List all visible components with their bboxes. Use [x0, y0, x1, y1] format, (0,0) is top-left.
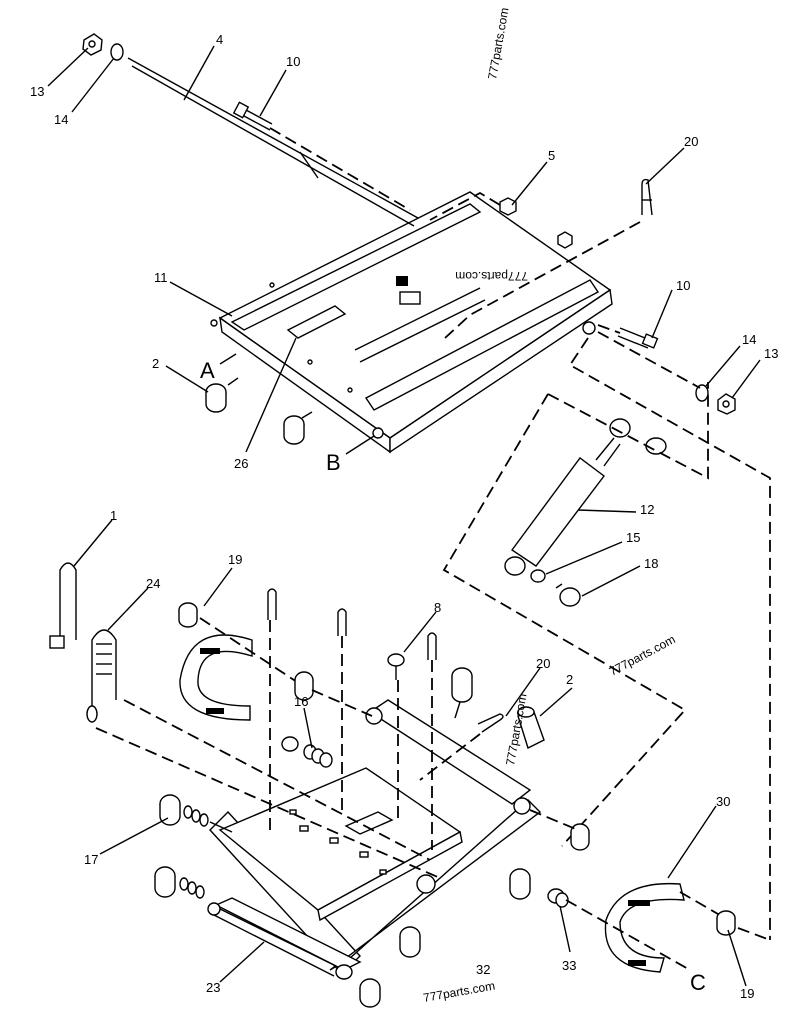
lower-scissor-frame: [209, 699, 542, 980]
callout-10-right: 10: [676, 278, 690, 293]
callout-2-lower: 2: [566, 672, 573, 687]
callout-30: 30: [716, 794, 730, 809]
callout-1: 1: [110, 508, 117, 523]
callout-2-top: 2: [152, 356, 159, 371]
leader-lines: [47, 45, 761, 987]
watermark-plate: 777parts.com: [455, 269, 528, 283]
tie-strap-24: [86, 629, 117, 723]
nut-5: [499, 197, 517, 216]
roller-17-upper: [159, 794, 233, 833]
bushing-19-left: [178, 602, 198, 628]
cotter-pins-lower: [267, 588, 437, 850]
callout-11: 11: [154, 270, 168, 285]
bushing-16: [281, 671, 333, 768]
callout-5: 5: [548, 148, 555, 163]
callout-16: 16: [294, 694, 308, 709]
shock-absorber-12: [504, 418, 631, 576]
callout-32: 32: [476, 962, 490, 977]
bumper-2-lower: [517, 706, 545, 749]
callout-20-top: 20: [684, 134, 698, 149]
bumper-2-upper: [205, 377, 239, 413]
callout-13-right: 13: [764, 346, 778, 361]
washer-15: [530, 569, 546, 583]
callout-labels: 13 14 4 10 5 20 11 2 A 26 B 10 14 13 12 …: [30, 32, 778, 1001]
clamp-band-left: [179, 634, 253, 721]
clamp-band-30: [604, 882, 685, 973]
callout-13-top: 13: [30, 84, 44, 99]
roller-32: [399, 926, 421, 958]
watermark-top: 777parts.com: [485, 6, 511, 80]
bumper-lower: [451, 667, 473, 719]
pin-20-top: [641, 178, 653, 216]
callout-18: 18: [644, 556, 658, 571]
callout-4: 4: [216, 32, 223, 47]
callout-14-right: 14: [742, 332, 756, 347]
callout-19-right: 19: [740, 986, 754, 1001]
callout-33: 33: [562, 958, 576, 973]
washer-33: [547, 888, 569, 908]
callout-19-left: 19: [228, 552, 242, 567]
callout-23: 23: [206, 980, 220, 995]
callout-C: C: [690, 970, 706, 995]
callout-12: 12: [640, 502, 654, 517]
callout-15: 15: [626, 530, 640, 545]
callout-24: 24: [146, 576, 160, 591]
callout-8: 8: [434, 600, 441, 615]
callout-20-lower: 20: [536, 656, 550, 671]
strap-1: [49, 562, 77, 649]
bushing-18: [555, 583, 581, 607]
callout-10-top: 10: [286, 54, 300, 69]
callout-A: A: [200, 358, 215, 383]
callout-17: 17: [84, 852, 98, 867]
bolt-8: [387, 653, 405, 820]
bolt-10-right: [617, 327, 659, 349]
long-rod: [127, 57, 419, 227]
roller-17-lower: [154, 866, 205, 899]
callout-14-top: 14: [54, 112, 68, 127]
bushing-19-right: [716, 910, 736, 936]
lower-rod-23: [207, 902, 337, 977]
upper-seat-plate: [210, 191, 613, 454]
callout-B: B: [326, 450, 341, 475]
lock-washer-14-top: [110, 43, 124, 61]
bumper-upper-middle: [283, 411, 313, 445]
callout-26: 26: [234, 456, 248, 471]
watermark-bottom: 777parts.com: [422, 979, 496, 1005]
bushing-lower-right: [570, 823, 590, 851]
lock-washer-14-right: [695, 384, 709, 402]
bolt-10-top: [232, 101, 273, 131]
pin-20-lower: [477, 713, 504, 733]
watermark-middle: 777parts.com: [607, 632, 678, 678]
